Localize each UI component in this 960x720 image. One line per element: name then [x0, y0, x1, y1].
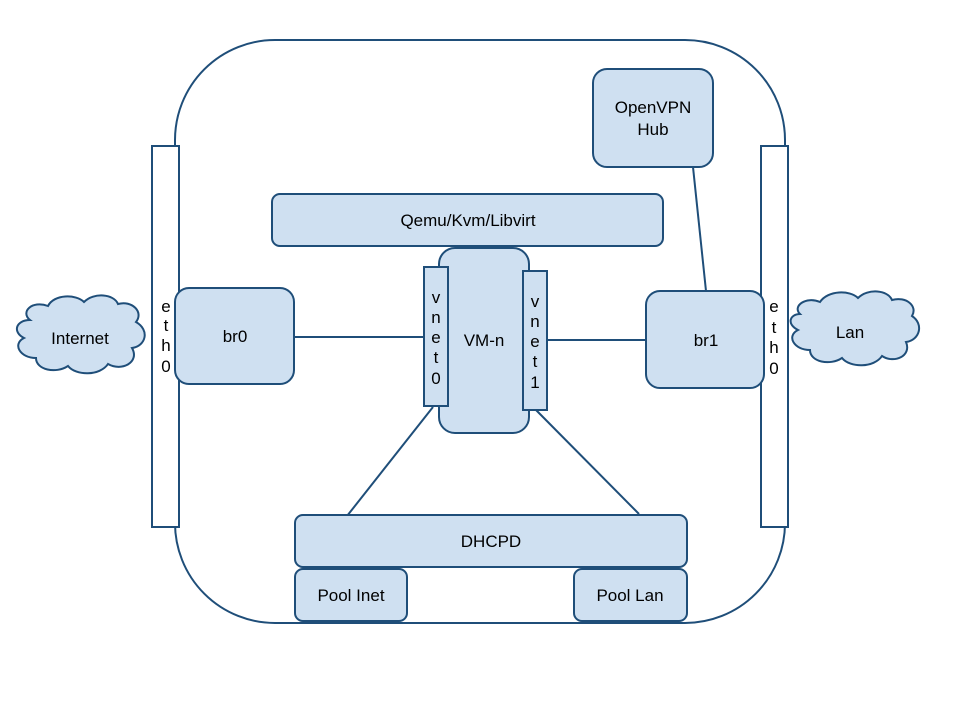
openvpn-hub-label-2: Hub: [637, 120, 668, 139]
openvpn-hub-node: [592, 68, 714, 168]
edge-vnet0-dhcpd: [346, 406, 434, 517]
vnet1-port: [522, 270, 548, 411]
vnet0-port: [423, 266, 449, 407]
eth0-left-char: t: [164, 316, 169, 335]
br1-label: br1: [694, 331, 719, 350]
br0-node: [174, 287, 295, 385]
vnet0-char: n: [431, 308, 440, 327]
pool-lan-node: [573, 568, 688, 622]
pool-lan-label: Pool Lan: [596, 586, 663, 605]
vnet1-char: n: [530, 312, 539, 331]
openvpn-hub-label-1: OpenVPN: [615, 98, 692, 117]
dhcpd-node: [294, 514, 688, 568]
eth0-right-label: e t h 0: [769, 297, 778, 378]
internet-cloud-icon: [15, 294, 146, 375]
vnet1-char: 1: [530, 373, 539, 392]
eth0-right-char: 0: [769, 359, 778, 378]
br1-node: [645, 290, 765, 389]
hypervisor-label: Qemu/Kvm/Libvirt: [400, 211, 535, 230]
eth0-left-char: e: [161, 297, 170, 316]
vm-label: VM-n: [464, 331, 505, 350]
hypervisor-node: [271, 193, 664, 247]
vnet0-char: e: [431, 328, 440, 347]
eth0-left-char: h: [161, 336, 170, 355]
edge-vnet1-dhcpd: [535, 409, 640, 515]
eth0-right-char: h: [769, 338, 778, 357]
lan-cloud-icon: [789, 290, 921, 367]
pool-inet-node: [294, 568, 408, 622]
vnet0-char: v: [432, 288, 441, 307]
vnet1-char: t: [533, 352, 538, 371]
eth0-left-label: e t h 0: [161, 297, 170, 376]
eth0-left-char: 0: [161, 357, 170, 376]
vnet0-char: 0: [431, 369, 440, 388]
pool-inet-label: Pool Inet: [317, 586, 384, 605]
eth0-right-char: e: [769, 297, 778, 316]
eth0-right-char: t: [772, 318, 777, 337]
dhcpd-label: DHCPD: [461, 532, 521, 551]
vnet1-char: e: [530, 332, 539, 351]
vnet1-label: v n e t 1: [530, 292, 539, 392]
vnet0-label: v n e t 0: [431, 288, 440, 388]
eth0-right-nic: [760, 145, 789, 528]
lan-label: Lan: [836, 323, 864, 342]
internet-label: Internet: [51, 329, 109, 348]
vnet0-char: t: [434, 348, 439, 367]
edge-br1-openvpn: [692, 166, 707, 292]
br0-label: br0: [223, 327, 248, 346]
vnet1-char: v: [531, 292, 540, 311]
